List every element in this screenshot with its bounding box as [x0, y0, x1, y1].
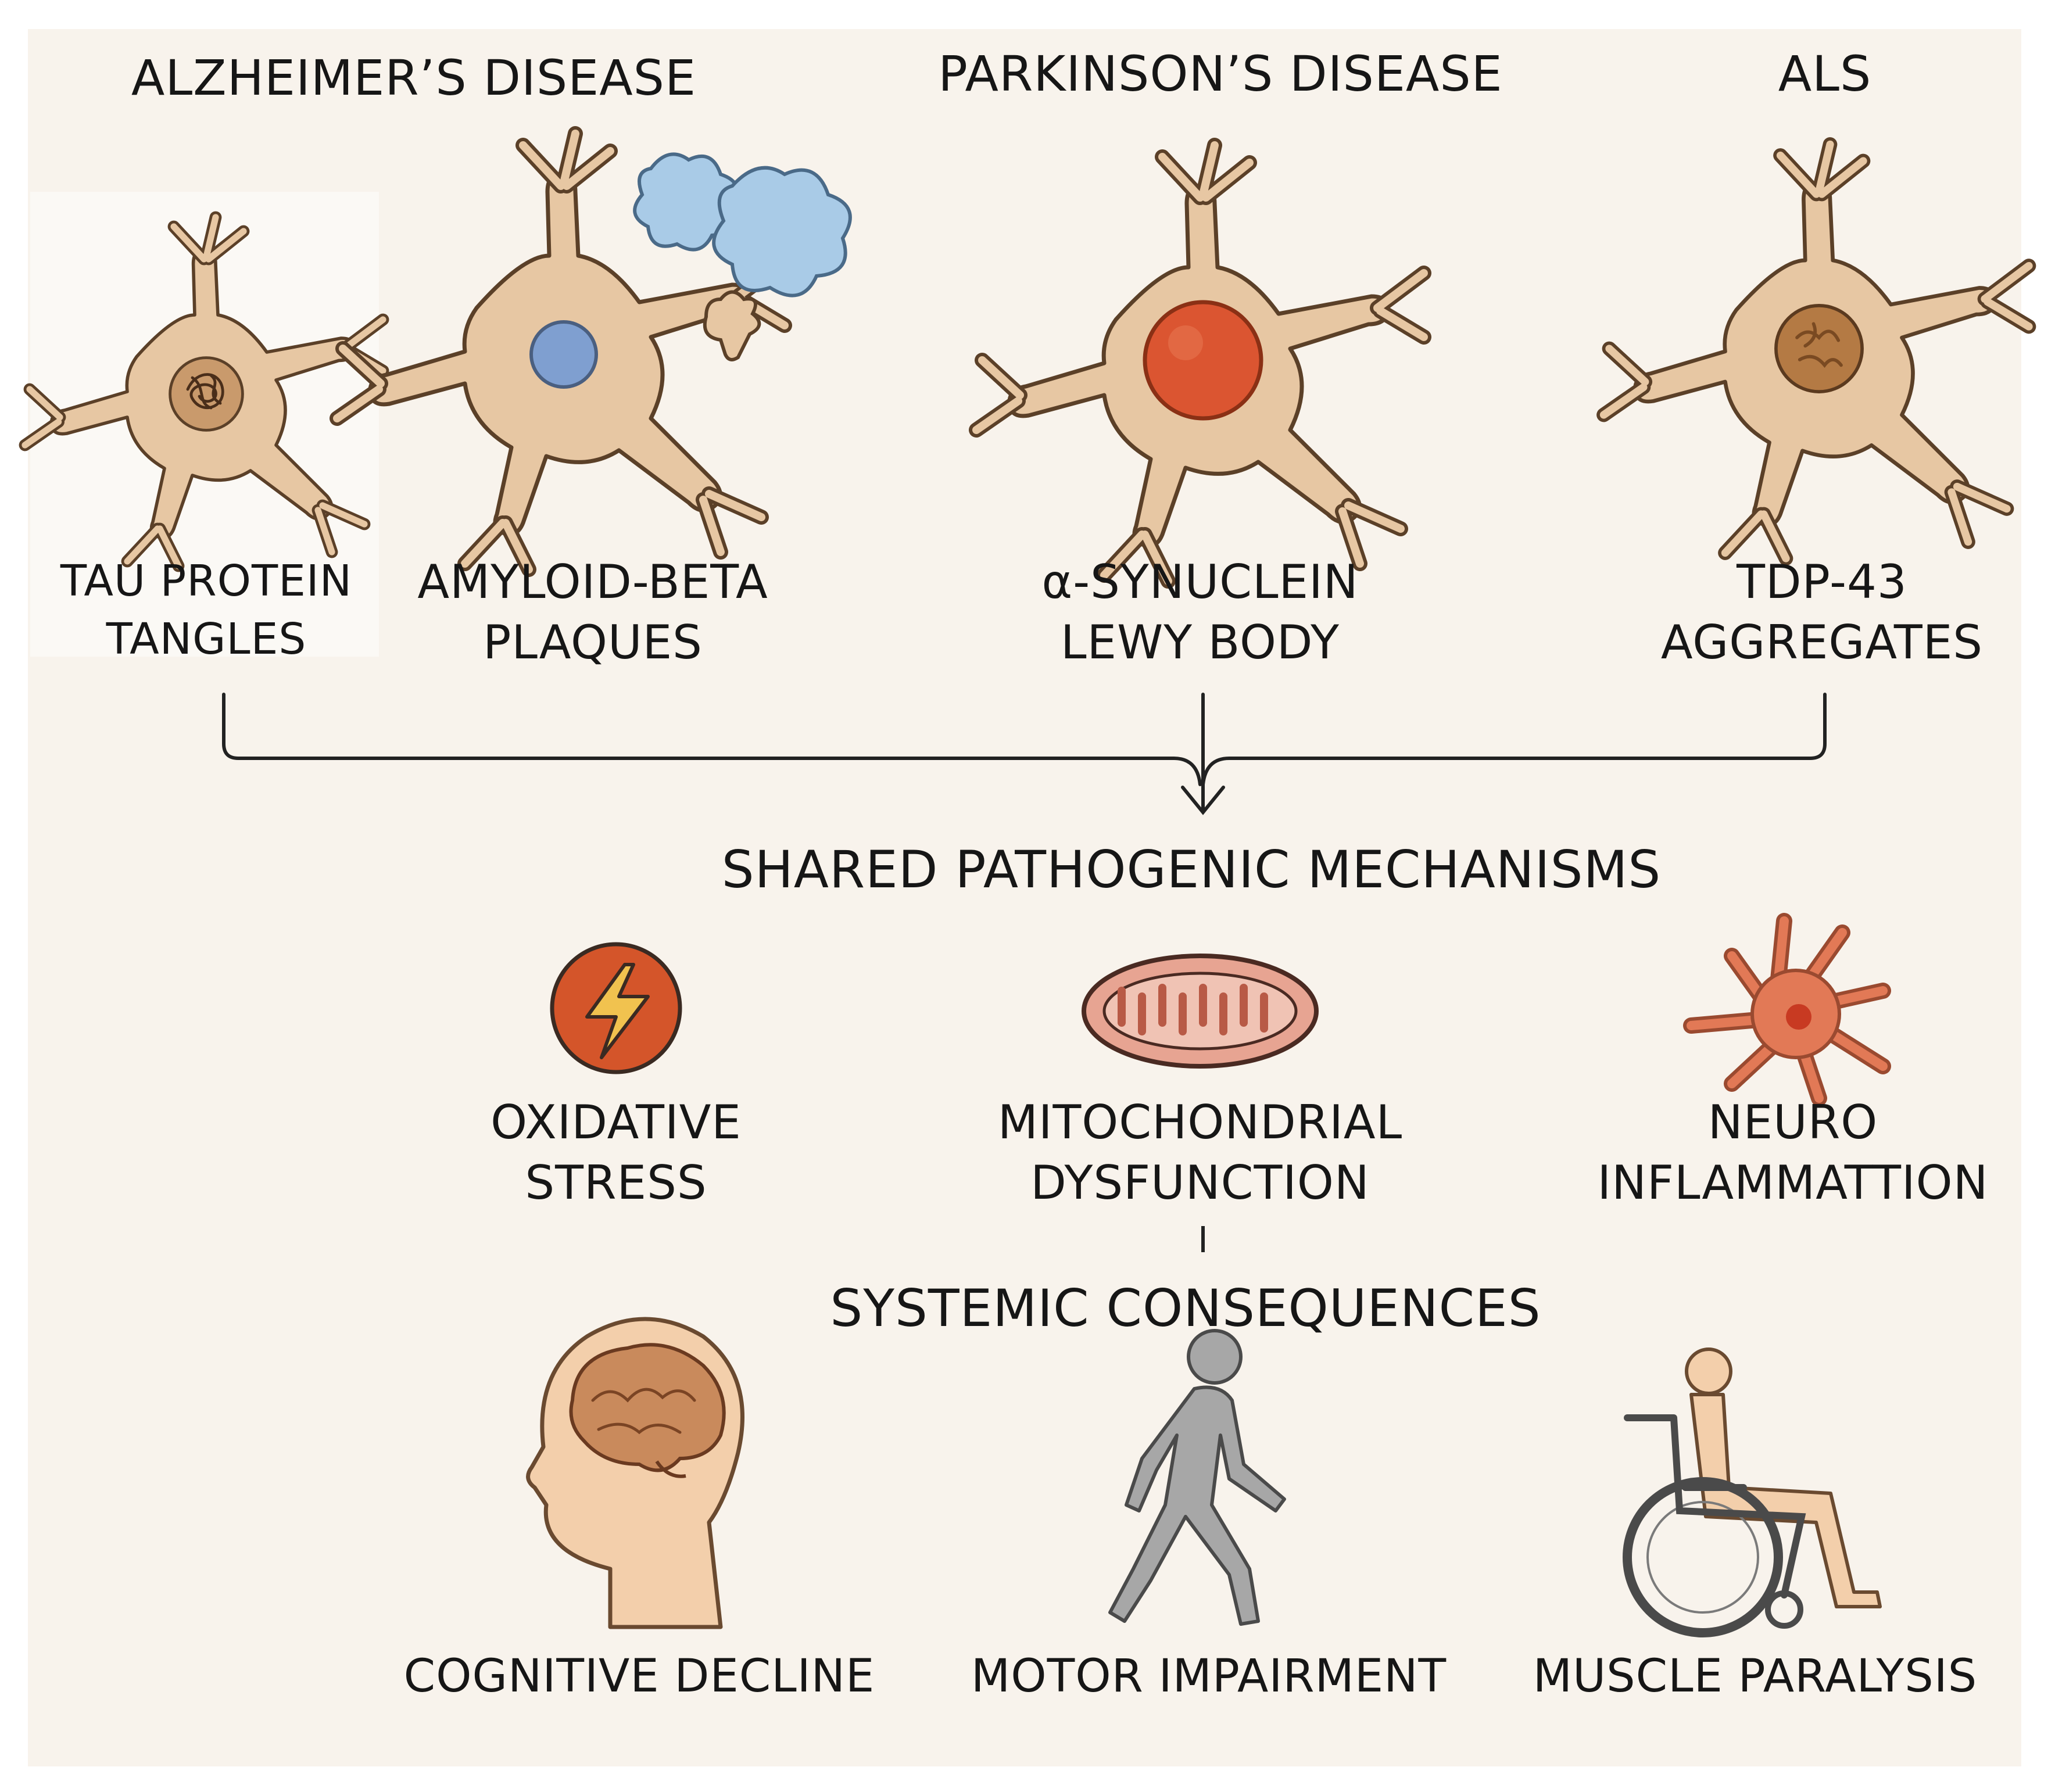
- amyloid-beta-neuron-icon: [337, 134, 785, 569]
- disease-title-parkinsons: PARKINSON’S DISEASE: [938, 45, 1503, 102]
- disease-title-alzheimers: ALZHEIMER’S DISEASE: [131, 49, 697, 106]
- consequence-label-paralysis: MUSCLE PARALYSIS: [1533, 1650, 1978, 1703]
- lightning-bolt-icon: [550, 942, 682, 1074]
- tdp43-aggregates-neuron-icon: [1604, 144, 2029, 558]
- systemic-consequences-title: SYSTEMIC CONSEQUENCES: [830, 1278, 1541, 1338]
- consequence-label-motor: MOTOR IMPAIRMENT: [971, 1650, 1447, 1703]
- shared-mechanisms-title: SHARED PATHOGENIC MECHANISMS: [721, 840, 1662, 899]
- amyloid-plaque-icon: [633, 152, 852, 361]
- wheelchair-person-icon: [1623, 1347, 1882, 1637]
- lewy-body-neuron-icon: [976, 145, 1424, 581]
- mitochondrion-icon: [1082, 954, 1319, 1069]
- converging-bracket: [222, 693, 1827, 815]
- walking-figure-icon: [1108, 1329, 1286, 1626]
- consequence-label-cognitive: COGNITIVE DECLINE: [403, 1650, 875, 1703]
- tau-tangles-neuron-icon: [25, 217, 383, 566]
- head-brain-icon: [526, 1317, 744, 1629]
- disease-title-als: ALS: [1778, 45, 1872, 102]
- microglia-icon: [1683, 913, 1891, 1106]
